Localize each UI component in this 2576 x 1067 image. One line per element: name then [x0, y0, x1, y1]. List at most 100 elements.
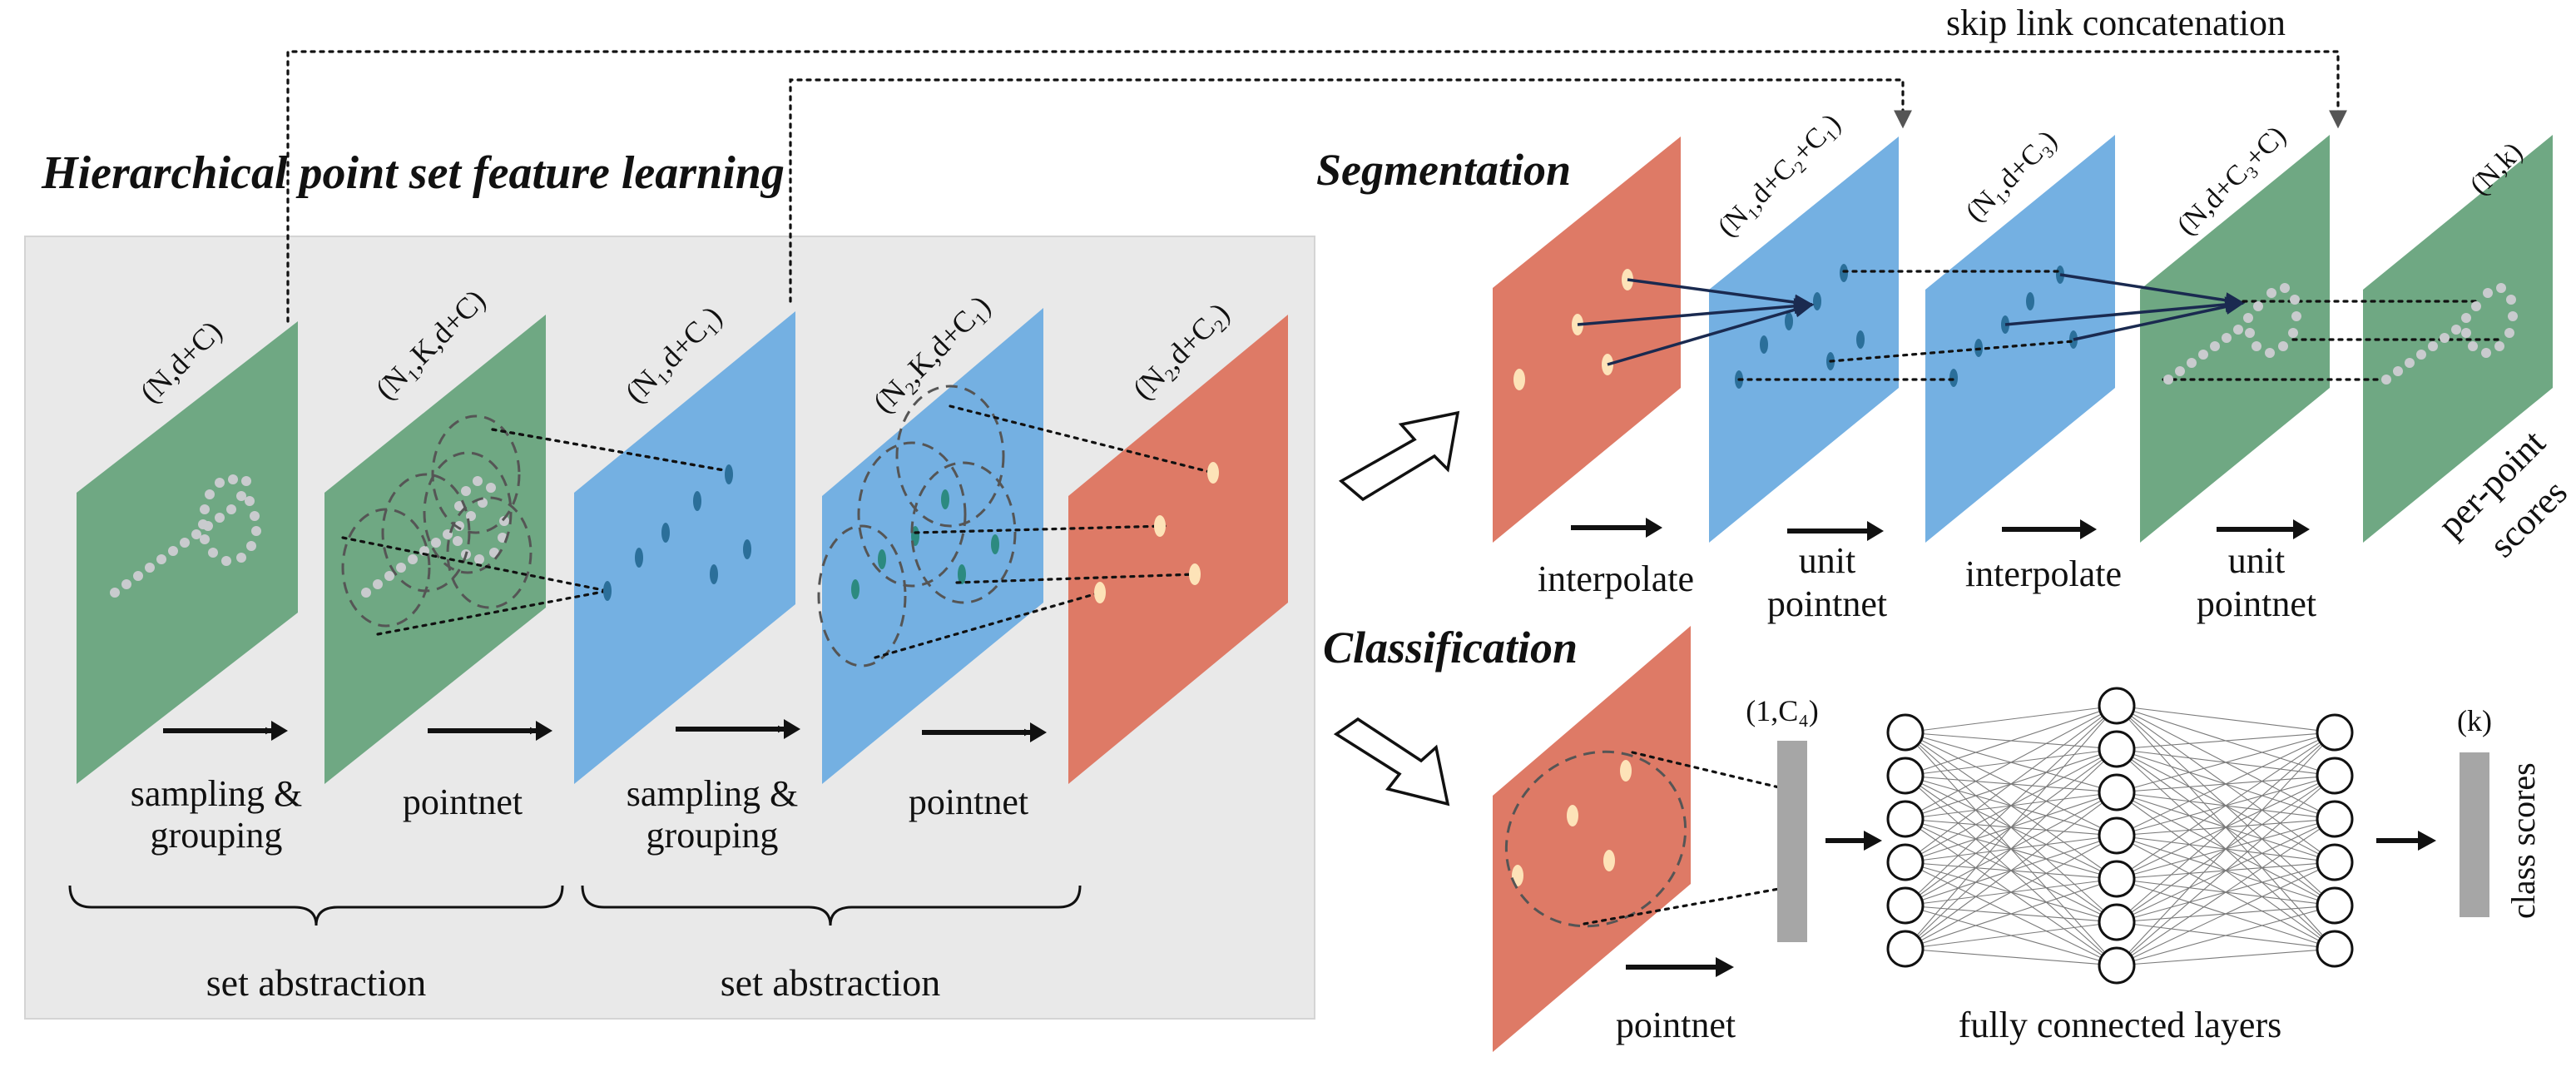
- plane-sampled-red: [1068, 315, 1288, 784]
- fc-neuron-layer-1: [1886, 930, 1925, 968]
- seg-points-grey-1: [2163, 283, 2301, 385]
- fc-neuron-layer-2: [2098, 946, 2136, 985]
- step-arrows-left: [163, 725, 1032, 737]
- seg-step-label-4b: pointnet: [2197, 583, 2316, 624]
- step-label-1b: grouping: [151, 815, 283, 856]
- seg-points-grey-2: [2381, 283, 2518, 385]
- fc-layers-label: fully connected layers: [1959, 1005, 2282, 1045]
- fc-connection: [2116, 905, 2336, 966]
- sampled-points-blue: [603, 464, 751, 601]
- step-label-2a: pointnet: [403, 782, 523, 822]
- step-label-1a: sampling &: [131, 773, 303, 814]
- skip-link-inner: [789, 78, 1912, 303]
- fc-connection: [1905, 748, 2118, 950]
- plane-sampled-blue: [574, 311, 795, 784]
- cls-proj-bottom: [1583, 887, 1781, 926]
- fc-connection: [1905, 705, 2118, 863]
- plane-input-green: [77, 321, 298, 784]
- seg-plane-green-1: [2140, 135, 2330, 543]
- cls-pointnet-label: pointnet: [1616, 1005, 1736, 1045]
- cls-vec-out-label: (k): [2457, 704, 2492, 737]
- input-point-cloud: [110, 474, 261, 598]
- fully-connected-network: [1886, 687, 2354, 985]
- fc-neuron-layer-2: [2098, 903, 2136, 941]
- step-arrow-heads-left: [271, 719, 1047, 742]
- fc-connection: [1905, 705, 2118, 820]
- fc-neuron-layer-3: [2316, 843, 2354, 881]
- cls-vec-in-label: (1,C₄): [1746, 694, 1819, 727]
- fc-connection: [2116, 775, 2336, 966]
- fc-neuron-layer-1: [1886, 800, 1925, 838]
- fc-connection: [2116, 948, 2336, 966]
- fc-neuron-layer-1: [1886, 843, 1925, 881]
- fc-connection: [1905, 792, 2118, 950]
- brace-label-2: set abstraction: [721, 961, 940, 1004]
- fc-connection: [2116, 732, 2336, 880]
- hollow-arrow-to-classification: [1333, 717, 1450, 806]
- grouped-point-cloud: [361, 476, 509, 598]
- fc-neuron-layer-1: [1886, 713, 1925, 752]
- segmentation-title: Segmentation: [1316, 145, 1571, 195]
- seg-plane-blue-2: [1925, 135, 2115, 543]
- fc-connection: [2116, 732, 2336, 750]
- seg-step-label-3: interpolate: [1965, 553, 2122, 594]
- fc-neuron-layer-2: [2098, 860, 2136, 898]
- fc-neuron-layer-3: [2316, 713, 2354, 752]
- brace-set-abstraction-2: [581, 885, 1082, 926]
- fc-connection: [2116, 732, 2336, 923]
- projection-lines-1: [341, 428, 731, 636]
- fc-neuron-layer-2: [2098, 773, 2136, 811]
- class-scores-label: class scores: [2504, 762, 2542, 919]
- fc-connection: [1905, 705, 2118, 733]
- seg-step-label-4a: unit: [2228, 540, 2285, 581]
- step-label-3b: grouping: [646, 815, 779, 856]
- cls-global-feature-bar: [1777, 741, 1807, 942]
- seg-plane-red: [1493, 136, 1681, 543]
- fc-neuron-layer-1: [1886, 757, 1925, 795]
- cls-proj-top: [1631, 751, 1781, 789]
- fc-neuron-layer-3: [2316, 930, 2354, 968]
- cls-points-cream: [1512, 760, 1632, 886]
- fc-connection: [2116, 818, 2336, 966]
- fc-connection: [2116, 705, 2336, 733]
- fc-neuron-layer-2: [2098, 730, 2136, 768]
- fc-connection: [2116, 732, 2336, 793]
- seg-dotted-links: [1737, 270, 2499, 381]
- cls-arrow-to-scores: [2376, 831, 2436, 851]
- brace-set-abstraction-1: [68, 885, 564, 926]
- interpolation-arrows-2: [2004, 273, 2246, 341]
- fc-connection: [1905, 878, 2118, 950]
- fc-connection: [1905, 705, 2118, 906]
- step-label-3a: sampling &: [627, 773, 799, 814]
- seg-points-blue-1: [1735, 264, 1865, 389]
- seg-step-label-2a: unit: [1799, 540, 1855, 581]
- fc-neuron-layer-3: [2316, 757, 2354, 795]
- step-label-4a: pointnet: [909, 782, 1028, 822]
- fc-neuron-layer-1: [1886, 886, 1925, 925]
- fc-connection: [2116, 732, 2336, 966]
- cls-arrow-to-fc: [1825, 831, 1882, 851]
- fc-connection: [1905, 948, 2118, 966]
- grouping-circles-right: [817, 385, 1017, 667]
- fc-neuron-layer-3: [2316, 800, 2354, 838]
- sampled-points-cream: [1094, 462, 1219, 603]
- fc-neuron-layer-2: [2098, 687, 2136, 725]
- hierarchical-title: Hierarchical point set feature learning: [41, 147, 785, 199]
- fc-neuron-layer-2: [2098, 816, 2136, 855]
- seg-step-label-2b: pointnet: [1767, 583, 1887, 624]
- seg-step-arrows: [1571, 518, 2310, 541]
- fc-neuron-layer-3: [2316, 886, 2354, 925]
- fc-connection: [2116, 861, 2336, 966]
- plane-grouped-blue: [822, 308, 1043, 784]
- fc-connection: [1905, 705, 2118, 950]
- skip-link-outer: [286, 50, 2347, 323]
- cls-score-bar: [2460, 752, 2489, 917]
- hollow-arrow-to-segmentation: [1338, 410, 1460, 502]
- cls-grouping-circle: [1504, 750, 1687, 928]
- grouping-circles-left: [341, 414, 533, 628]
- projection-lines-2: [874, 404, 1215, 659]
- skip-link-label: skip link concatenation: [1946, 2, 2286, 43]
- brace-label-1: set abstraction: [206, 961, 426, 1004]
- interpolation-arrows-1: [1577, 278, 1815, 366]
